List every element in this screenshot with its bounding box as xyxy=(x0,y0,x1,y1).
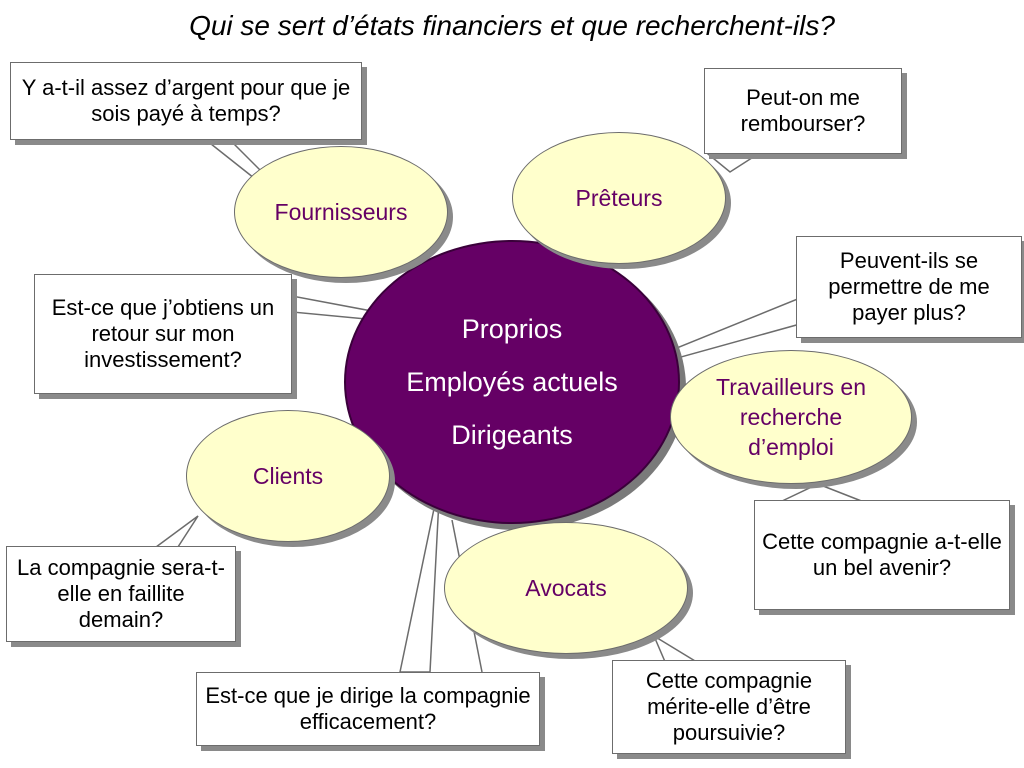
callout-clients-text: La compagnie sera-t-elle en faillite dem… xyxy=(17,555,225,632)
tail-preteurs xyxy=(705,153,761,173)
callout-travailleurs-text: Cette compagnie a-t-elle un bel avenir? xyxy=(762,529,1002,580)
group-travailleurs: Travailleurs en recherche d’emploi xyxy=(670,350,912,484)
callout-employes-text: Peuvent-ils se permettre de me payer plu… xyxy=(828,248,990,325)
group-fournisseurs: Fournisseurs xyxy=(234,146,448,278)
callout-preteurs-text: Peut-on me rembourser? xyxy=(740,85,866,136)
group-travailleurs-label: Travailleurs en recherche d’emploi xyxy=(716,374,866,460)
center-label-proprios: Proprios xyxy=(461,313,563,344)
slide-title: Qui se sert d’états financiers et que re… xyxy=(189,10,835,41)
callout-clients: La compagnie sera-t-elle en faillite dem… xyxy=(6,546,236,642)
group-clients: Clients xyxy=(186,410,390,542)
center-ellipse: Proprios Employés actuels Dirigeants xyxy=(344,240,680,524)
tail-dirigeants xyxy=(399,479,441,673)
group-preteurs-label: Prêteurs xyxy=(575,185,663,211)
center-label-employes: Employés actuels xyxy=(406,366,618,397)
callout-preteurs: Peut-on me rembourser? xyxy=(704,68,902,154)
callout-employes: Peuvent-ils se permettre de me payer plu… xyxy=(796,236,1022,338)
group-clients-label: Clients xyxy=(252,463,324,489)
group-preteurs: Prêteurs xyxy=(512,132,726,264)
callout-dirigeants-text: Est-ce que je dirige la compagnie effica… xyxy=(205,683,531,734)
callout-dirigeants: Est-ce que je dirige la compagnie effica… xyxy=(196,672,540,746)
callout-proprios-text: Est-ce que j’obtiens un retour sur mon i… xyxy=(51,295,275,372)
group-avocats: Avocats xyxy=(444,522,688,654)
callout-fournisseurs-text: Y a-t-il assez d’argent pour que je sois… xyxy=(21,75,351,126)
callout-travailleurs: Cette compagnie a-t-elle un bel avenir? xyxy=(754,500,1010,610)
group-avocats-label: Avocats xyxy=(525,575,607,601)
callout-fournisseurs: Y a-t-il assez d’argent pour que je sois… xyxy=(10,62,362,140)
callout-proprios: Est-ce que j’obtiens un retour sur mon i… xyxy=(34,274,292,394)
callout-avocats-text: Cette compagnie mérite-elle d’être pours… xyxy=(645,668,813,745)
callout-avocats: Cette compagnie mérite-elle d’être pours… xyxy=(612,660,846,754)
group-fournisseurs-label: Fournisseurs xyxy=(274,199,408,225)
center-label-dirigeants: Dirigeants xyxy=(451,419,573,450)
tail-clients xyxy=(149,515,199,551)
